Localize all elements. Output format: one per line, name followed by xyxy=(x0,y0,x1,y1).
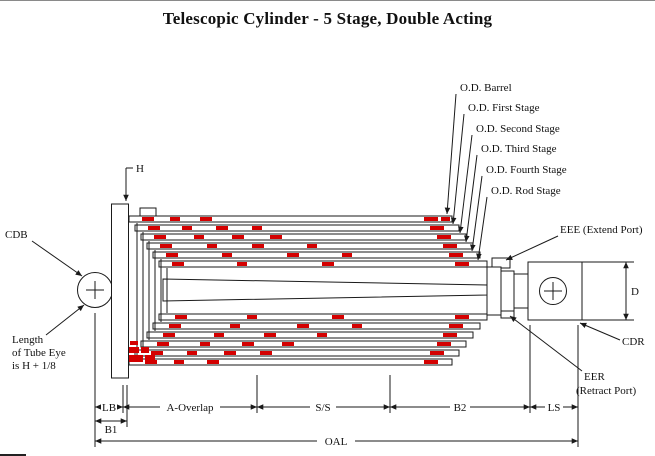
label-dim-lb: LB xyxy=(102,402,116,414)
label-od-fourth-stage: O.D. Fourth Stage xyxy=(486,164,567,176)
seal-marks xyxy=(129,217,469,364)
label-dim-ss: S/S xyxy=(315,402,330,414)
label-h-dimension: H xyxy=(136,163,144,175)
label-cdb: CDB xyxy=(5,229,28,241)
label-dim-b2: B2 xyxy=(454,402,467,414)
port-callouts: EEE (Extend Port) EER (Retract Port) xyxy=(505,224,643,397)
right-callouts: D CDR xyxy=(579,261,645,348)
label-d-dimension: D xyxy=(631,286,639,298)
label-retract-port-sub: (Retract Port) xyxy=(576,385,637,397)
label-tube-eye-note-3: is H + 1/8 xyxy=(12,360,56,372)
label-od-rod-stage: O.D. Rod Stage xyxy=(491,185,561,197)
label-dim-ls: LS xyxy=(548,402,561,414)
tube-eye-left xyxy=(77,272,113,308)
label-retract-port: EER xyxy=(584,371,605,383)
label-od-barrel: O.D. Barrel xyxy=(460,82,512,94)
label-extend-port: EEE (Extend Port) xyxy=(560,224,643,236)
dimension-lines: LB A-Overlap S/S B2 LS B1 OAL xyxy=(94,313,579,448)
label-tube-eye-note-1: Length xyxy=(12,334,44,346)
left-callouts: CDB Length of Tube Eye is H + 1/8 H xyxy=(5,163,144,372)
label-od-third-stage: O.D. Third Stage xyxy=(481,143,557,155)
label-dim-oal: OAL xyxy=(325,436,348,448)
label-dim-a-overlap: A-Overlap xyxy=(166,402,214,414)
rod-end-assembly xyxy=(486,257,529,319)
label-od-first-stage: O.D. First Stage xyxy=(468,102,540,114)
label-cdr: CDR xyxy=(622,336,645,348)
mounting-plate xyxy=(111,203,157,379)
label-dim-b1: B1 xyxy=(105,424,118,436)
label-tube-eye-note-2: of Tube Eye xyxy=(12,347,66,359)
barrel-stages xyxy=(128,215,488,366)
piston-rod xyxy=(162,278,488,302)
tube-eye-right xyxy=(527,261,583,321)
diagram-title: Telescopic Cylinder - 5 Stage, Double Ac… xyxy=(162,9,493,28)
od-callouts: O.D. Barrel O.D. First Stage O.D. Second… xyxy=(444,82,567,261)
window-edge-artifact xyxy=(0,454,26,456)
label-od-second-stage: O.D. Second Stage xyxy=(476,123,560,135)
